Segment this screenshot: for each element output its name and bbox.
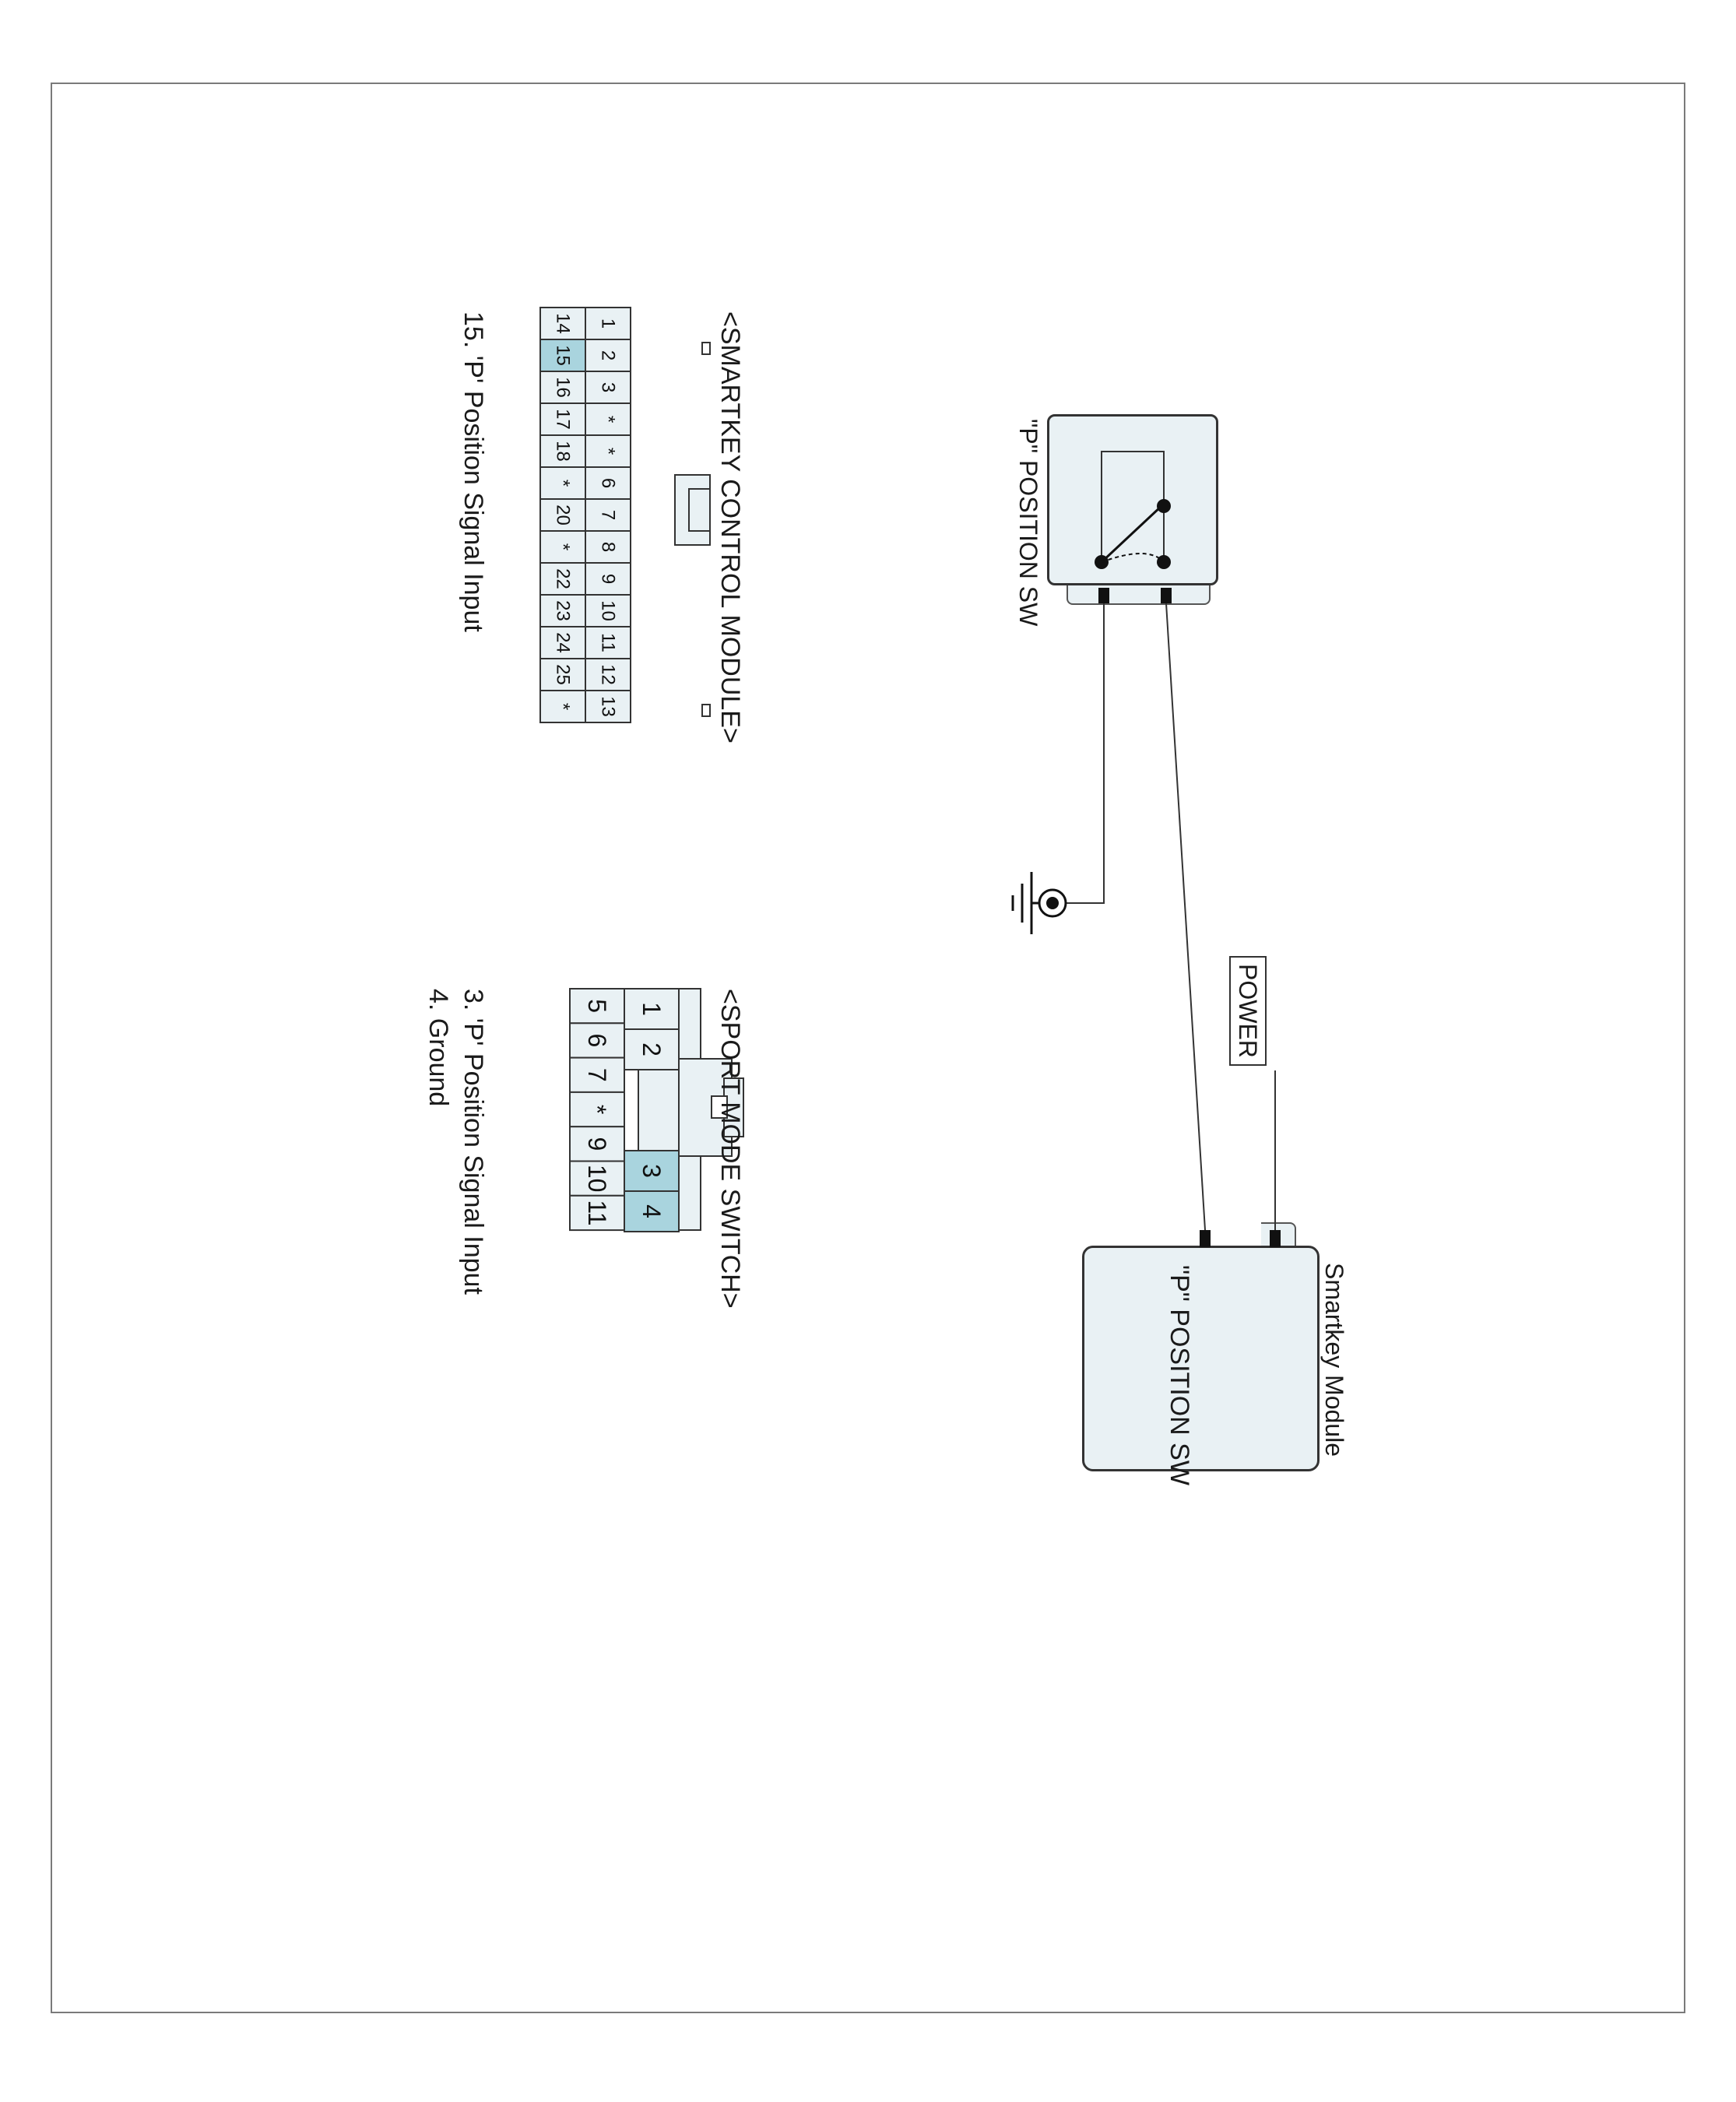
smartkey-connector-pin-label: 1 (598, 318, 619, 329)
sport-connector-pin-cell (569, 1194, 625, 1232)
p-switch-pin-ground (1098, 588, 1109, 603)
sport-pin-note-4: 4. Ground (423, 989, 453, 1107)
sport-connector-pin-label: 7 (583, 1068, 611, 1082)
p-switch-contact-upper (1157, 499, 1171, 513)
smartkey-connector-pin-label: 11 (598, 633, 619, 652)
smartkey-connector-pin-label: * (598, 448, 619, 455)
smartkey-connector-latch-outer (674, 474, 711, 546)
smartkey-connector-pin-label: 3 (598, 382, 619, 392)
ground-terminal-inner (1046, 897, 1059, 909)
smartkey-connector-tab-left (701, 342, 711, 355)
smartkey-connector-pin-label: * (553, 703, 574, 710)
sport-connector-pin-label: 11 (583, 1200, 611, 1225)
sport-connector-body: 1 2 3 4 5 6 7 * 9 10 11 (569, 988, 744, 1232)
smartkey-connector-pin-label: 2 (598, 350, 619, 360)
smartkey-connector-pin-label: 23 (553, 600, 574, 621)
smartkey-connector-pin-label: 10 (598, 600, 619, 621)
diagram-frame (51, 83, 1685, 2013)
smartkey-connector-pin-label: 20 (553, 504, 574, 526)
smartkey-connector-pin-label: 25 (553, 664, 574, 685)
smartkey-connector-pin-label: 17 (553, 409, 574, 430)
smartkey-connector-pin-label: 15 (553, 345, 574, 366)
smartkey-connector-tab-right (701, 704, 711, 717)
smartkey-connector-pin-label: * (553, 480, 574, 487)
ground-wire (1065, 603, 1105, 904)
sport-connector-pin-label: 5 (583, 999, 611, 1013)
signal-wire (1165, 603, 1206, 1231)
smartkey-connector-pin-label: 7 (598, 510, 619, 520)
smartkey-connector-pin-label: 18 (553, 441, 574, 462)
sport-pin-note-3: 3. 'P' Position Signal Input (459, 989, 488, 1295)
smartkey-connector-pin-label: 12 (598, 664, 619, 685)
sport-connector-pin-label: 2 (638, 1042, 666, 1056)
smartkey-connector-pin-label: * (598, 416, 619, 423)
sport-connector-latch-inner (711, 1095, 728, 1119)
sport-connector-pin-label: 1 (638, 1002, 666, 1016)
sport-connector-pin-label: 3 (638, 1164, 666, 1178)
p-switch-internal-wire (1101, 451, 1165, 562)
smartkey-connector-pin-label: 24 (553, 632, 574, 653)
sport-connector-title: <SPORT MODE SWITCH> (715, 989, 745, 1309)
p-switch-dashed-arc (1101, 553, 1165, 563)
smartkey-connector-pin-cell (539, 690, 586, 723)
sport-connector-pin-label: 10 (583, 1165, 611, 1193)
p-switch-pin-signal (1161, 588, 1172, 603)
smartkey-connector-pin-label: * (553, 543, 574, 550)
sport-connector-pin-label: 9 (583, 1137, 611, 1151)
smartkey-connector-pin-label: 9 (598, 574, 619, 584)
smartkey-connector-pin-label: 16 (553, 377, 574, 398)
smartkey-connector-pin-label: 13 (598, 696, 619, 717)
smartkey-connector-title: <SMARTKEY CONTROL MODULE> (715, 311, 745, 743)
sport-connector-pin-label: * (583, 1105, 611, 1114)
sport-connector-pin-label: 4 (638, 1204, 666, 1218)
p-switch-blade (1100, 504, 1163, 564)
smartkey-connector-latch-inner (688, 488, 710, 532)
smartkey-connector-pin-label: 6 (598, 478, 619, 488)
smartkey-connector-pin-label: 22 (553, 568, 574, 589)
smartkey-connector-pin-label: 14 (553, 313, 574, 334)
smartkey-connector-pin-label: 8 (598, 542, 619, 552)
sport-connector-pin-label: 6 (583, 1034, 611, 1048)
smartkey-module-pin-power (1270, 1230, 1281, 1247)
smartkey-module-pin-signal (1200, 1230, 1211, 1247)
smartkey-pin-note: 15. 'P' Position Signal Input (459, 311, 488, 632)
